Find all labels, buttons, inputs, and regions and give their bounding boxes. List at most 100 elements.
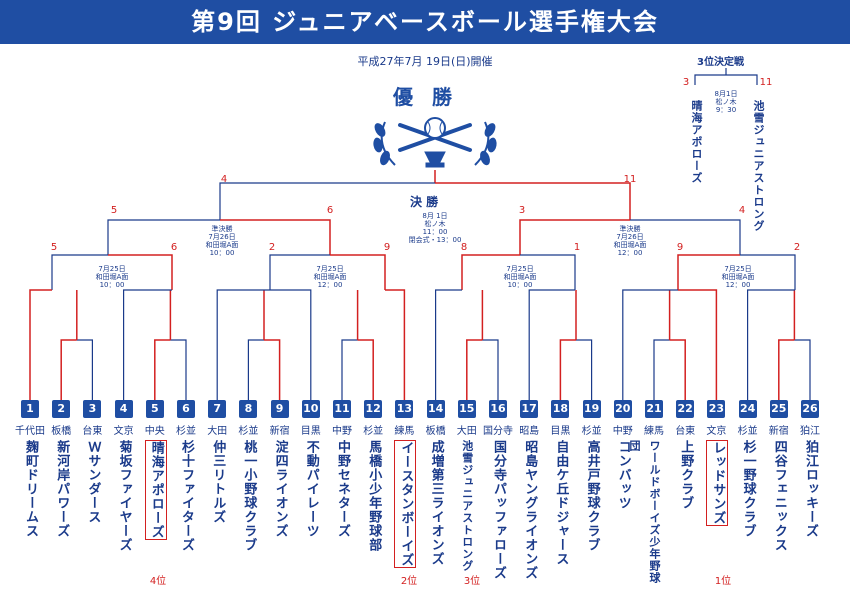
bracket-line xyxy=(622,289,678,400)
team-prefecture: 台東 xyxy=(675,426,696,437)
bracket-line xyxy=(264,339,281,400)
team-seed: 20 xyxy=(613,400,632,418)
qf-score-2: 6 xyxy=(170,242,178,253)
team-seed: 17 xyxy=(520,400,539,418)
team-seed: 7 xyxy=(208,400,227,418)
qf-score-7: 9 xyxy=(676,242,684,253)
bracket-line xyxy=(466,339,483,400)
event-date: 平成27年7月 19日(日)開催 xyxy=(357,55,493,68)
semifinal-left-info: 準決勝 7月26日 和田堀A面 10：00 xyxy=(205,225,239,257)
team-seed: 24 xyxy=(738,400,757,418)
team-name: 国分寺パッファローズ xyxy=(491,440,506,580)
bracket-line xyxy=(746,289,795,400)
qf-score-4: 9 xyxy=(383,242,391,253)
team-prefecture: 杉並 xyxy=(737,426,758,437)
team-name: 昭島ヤングライオンズ xyxy=(522,440,538,580)
semi-score-1: 5 xyxy=(110,205,118,216)
team-seed: 2 xyxy=(52,400,71,418)
team-seed: 5 xyxy=(145,400,164,418)
bracket-line xyxy=(559,339,576,400)
team-name: 淀四ライオンズ xyxy=(272,440,288,538)
bracket-line xyxy=(29,289,52,400)
team-seed: 6 xyxy=(177,400,195,418)
champion-label: 優 勝 xyxy=(393,85,458,109)
team-name: 高井戸野球クラブ xyxy=(584,440,600,552)
team-name: 麹町ドリームス xyxy=(23,440,38,538)
team-prefecture: 杉並 xyxy=(176,426,196,437)
team-name: 中野セネターズ xyxy=(335,440,350,538)
trophy-emblem-icon xyxy=(373,117,497,168)
team-name: 上野クラブ xyxy=(678,440,694,510)
team-prefecture: 大田 xyxy=(456,426,477,437)
third-left-score: 3 xyxy=(682,77,690,88)
qf-score-3: 2 xyxy=(268,242,276,253)
team-name: 四谷フェニックス xyxy=(771,440,787,552)
team-prefecture: 中央 xyxy=(144,426,165,437)
title-bar xyxy=(0,0,850,44)
team-seed: 8 xyxy=(239,400,258,418)
bracket-line xyxy=(270,289,312,400)
team-seed: 21 xyxy=(645,400,663,418)
bracket-line xyxy=(170,339,187,400)
team-seed: 12 xyxy=(364,400,383,418)
team-name: 不動パイレーツ xyxy=(303,440,319,538)
team-seed: 26 xyxy=(801,400,819,418)
bracket-line xyxy=(653,339,670,400)
third-right-team: 池雪ジュニアストロング xyxy=(752,100,765,232)
team-prefecture: 板橋 xyxy=(425,426,446,437)
team-name: 馬橋小少年野球部 xyxy=(366,440,382,552)
team-seed: 1 xyxy=(21,400,39,418)
team-seed: 11 xyxy=(333,400,351,418)
team-name: 杉一野球クラブ xyxy=(740,440,756,538)
rank-first: 1位 xyxy=(714,576,732,587)
team-prefecture: 目黒 xyxy=(300,426,321,437)
team-prefecture: 杉並 xyxy=(581,426,602,437)
bracket-line xyxy=(794,339,811,400)
team-name: 晴海アポローズ xyxy=(144,440,167,540)
team-name: 菊坂ファイヤーズ xyxy=(116,440,132,552)
team-name: ワールドボーイズ少年野球団 xyxy=(628,440,661,584)
team-prefecture: 杉並 xyxy=(363,426,384,437)
team-seed: 15 xyxy=(457,400,476,418)
bracket-line xyxy=(76,339,94,400)
semifinal-right-info: 準決勝 7月26日 和田堀A面 12：00 xyxy=(613,225,647,257)
team-prefecture: 文京 xyxy=(113,426,134,437)
team-name: 成増第三ライオンズ xyxy=(428,440,444,566)
team-name: 池雪ジュニアストロング xyxy=(460,440,474,572)
team-prefecture: 新宿 xyxy=(269,426,290,437)
qf-score-1: 5 xyxy=(50,242,58,253)
team-name: 新河岸パワーズ xyxy=(54,440,70,538)
team-name: 狛江ロッキーズ xyxy=(803,440,818,538)
final-right-score: 11 xyxy=(623,174,637,185)
team-name: 桃一小野球クラブ xyxy=(241,440,257,552)
team-name: イースタンボーイズ xyxy=(394,440,417,568)
bracket-line xyxy=(482,339,499,400)
team-prefecture: 大田 xyxy=(207,426,228,437)
final-left-score: 4 xyxy=(220,174,228,185)
team-seed: 18 xyxy=(551,400,570,418)
team-seed: 19 xyxy=(582,400,601,418)
third-left-team: 晴海アポローズ xyxy=(690,100,703,184)
rank-fourth: 4位 xyxy=(149,576,167,587)
team-seed: 25 xyxy=(769,400,788,418)
bracket-line xyxy=(669,339,686,400)
team-prefecture: 板橋 xyxy=(51,426,72,437)
bracket-line xyxy=(778,339,795,400)
third-right-score: 11 xyxy=(759,77,773,88)
bracket-line xyxy=(122,289,172,400)
team-prefecture: 昭島 xyxy=(519,426,540,437)
team-seed: 13 xyxy=(395,400,414,418)
qf-info-3: 7月25日 和田堀A面 10：00 xyxy=(503,265,537,289)
final-heading: 決 勝 xyxy=(410,195,439,209)
qf-score-8: 2 xyxy=(793,242,801,253)
qf-score-5: 8 xyxy=(460,242,468,253)
bracket-line xyxy=(60,339,77,400)
bracket-line xyxy=(385,289,406,400)
team-prefecture: 練馬 xyxy=(394,426,415,437)
qf-score-6: 1 xyxy=(573,242,581,253)
team-prefecture: 中野 xyxy=(332,426,352,437)
qf-info-4: 7月25日 和田堀A面 12：00 xyxy=(721,265,755,289)
third-place-heading: 3位決定戦 xyxy=(697,57,744,68)
team-seed: 23 xyxy=(707,400,726,418)
bracket-line xyxy=(341,339,358,400)
